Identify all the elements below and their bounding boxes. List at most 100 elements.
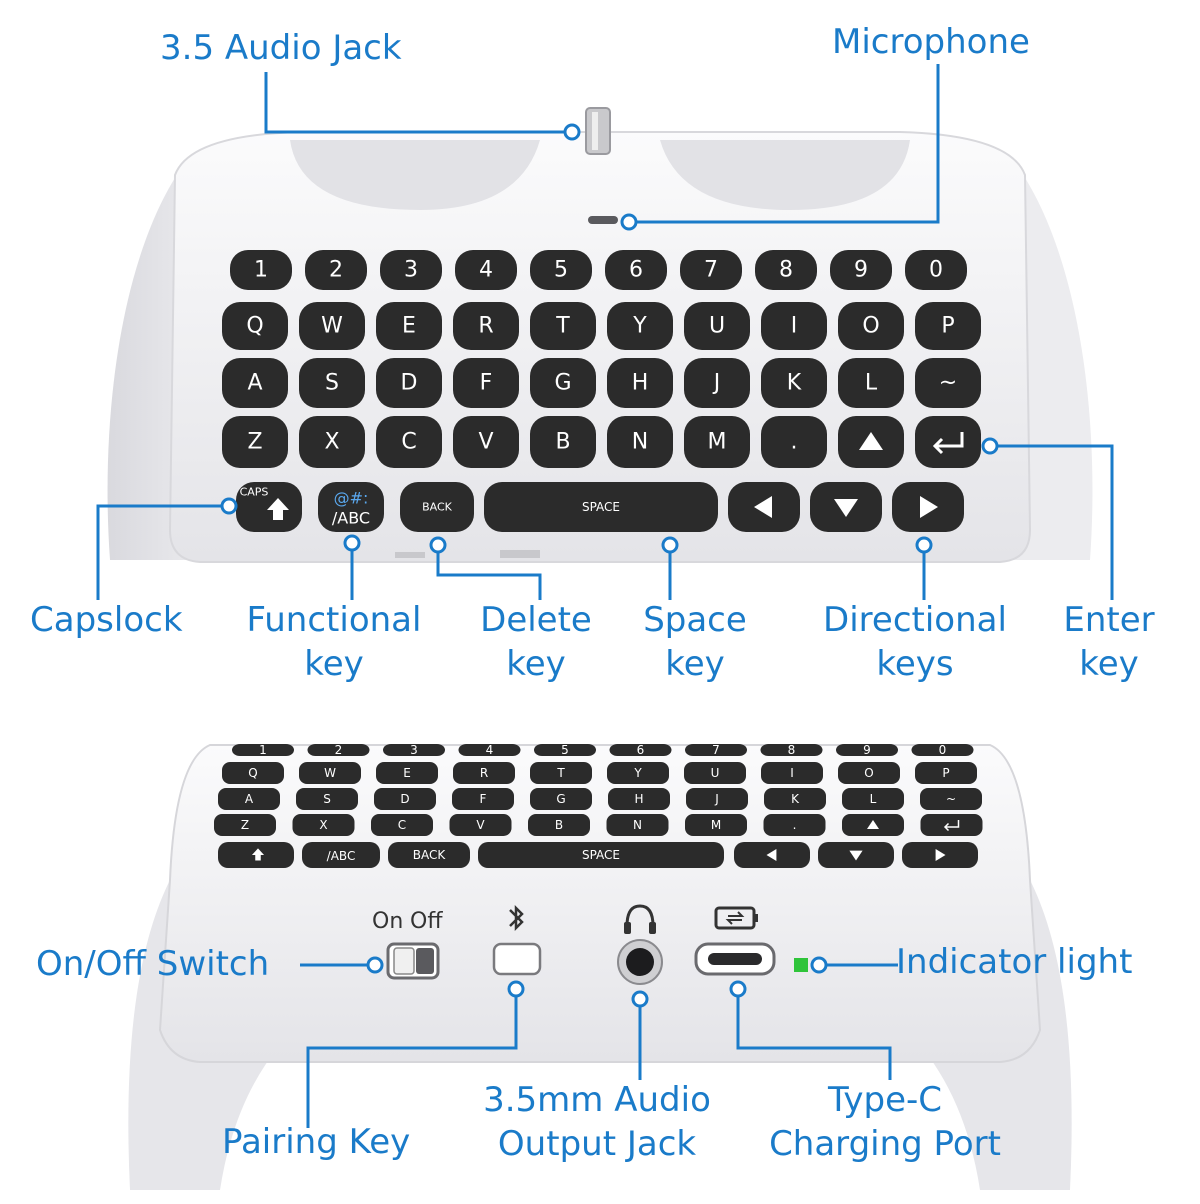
key-functional[interactable]: @#:/ABC [318, 482, 384, 532]
key-g[interactable]: G [530, 358, 596, 408]
key-k[interactable]: K [761, 358, 827, 408]
key-s[interactable]: S [299, 358, 365, 408]
key-w[interactable]: W [299, 762, 361, 784]
key-k[interactable]: K [764, 788, 826, 810]
key-r[interactable]: R [453, 302, 519, 350]
key-o[interactable]: O [838, 302, 904, 350]
key-capslock[interactable]: CAPS [236, 482, 302, 532]
key-v[interactable]: V [453, 416, 519, 468]
key-down-arrow[interactable] [818, 842, 894, 868]
key-left-arrow[interactable] [728, 482, 800, 532]
key-1[interactable]: 1 [232, 743, 294, 757]
key-b[interactable]: B [528, 814, 590, 836]
key-z[interactable]: Z [214, 814, 276, 836]
key-enter[interactable] [920, 814, 983, 836]
key-n[interactable]: N [606, 814, 669, 836]
key-c[interactable]: C [371, 814, 433, 836]
key-3[interactable]: 3 [383, 743, 445, 757]
key-f[interactable]: F [452, 788, 514, 810]
key-3[interactable]: 3 [380, 250, 442, 290]
key-4[interactable]: 4 [455, 250, 517, 290]
key-p[interactable]: P [915, 302, 981, 350]
key-l[interactable]: L [838, 358, 904, 408]
key-e[interactable]: E [376, 762, 438, 784]
key-z[interactable]: Z [222, 416, 288, 468]
key-t[interactable]: T [530, 302, 596, 350]
key-label: T [556, 766, 565, 780]
key-j[interactable]: J [686, 788, 748, 810]
key-period[interactable]: . [763, 814, 826, 836]
key-period[interactable]: ~ [915, 358, 981, 408]
key-x[interactable]: X [299, 416, 365, 468]
pairing-key-button[interactable] [492, 942, 542, 976]
key-c[interactable]: C [376, 416, 442, 468]
key-7[interactable]: 7 [680, 250, 742, 290]
key-d[interactable]: D [374, 788, 436, 810]
key-p[interactable]: P [915, 762, 977, 784]
key-back[interactable]: BACK [388, 842, 470, 868]
key-back[interactable]: BACK [400, 482, 474, 532]
key-x[interactable]: X [292, 814, 355, 836]
key-o[interactable]: O [838, 762, 900, 784]
key-a[interactable]: A [218, 788, 280, 810]
key-5[interactable]: 5 [530, 250, 592, 290]
key-period[interactable]: . [761, 416, 827, 468]
key-l[interactable]: L [842, 788, 904, 810]
key-2[interactable]: 2 [305, 250, 367, 290]
key-6[interactable]: 6 [605, 250, 667, 290]
key-up-arrow[interactable] [838, 416, 904, 468]
key-w[interactable]: W [299, 302, 365, 350]
key-h[interactable]: H [607, 358, 673, 408]
key-right-arrow[interactable] [902, 842, 978, 868]
key-g[interactable]: G [530, 788, 592, 810]
key-0[interactable]: 0 [905, 250, 967, 290]
key-a[interactable]: A [222, 358, 288, 408]
key-y[interactable]: Y [607, 762, 669, 784]
key-cap [222, 302, 288, 350]
key-0[interactable]: 0 [911, 743, 974, 757]
key-functional[interactable]: /ABC [302, 842, 380, 868]
key-m[interactable]: M [685, 814, 747, 836]
key-u[interactable]: U [684, 302, 750, 350]
key-8[interactable]: 8 [760, 743, 823, 757]
key-u[interactable]: U [684, 762, 746, 784]
key-enter[interactable] [915, 416, 981, 468]
key-1[interactable]: 1 [230, 250, 292, 290]
key-4[interactable]: 4 [458, 743, 521, 757]
key-j[interactable]: J [684, 358, 750, 408]
key-y[interactable]: Y [607, 302, 673, 350]
key-i[interactable]: I [761, 762, 823, 784]
key-b[interactable]: B [530, 416, 596, 468]
key-h[interactable]: H [608, 788, 670, 810]
key-n[interactable]: N [607, 416, 673, 468]
key-5[interactable]: 5 [534, 743, 596, 757]
key-left-arrow[interactable] [734, 842, 810, 868]
key-capslock[interactable] [218, 842, 294, 868]
key-t[interactable]: T [530, 762, 592, 784]
key-space[interactable]: SPACE [484, 482, 718, 532]
key-q[interactable]: Q [222, 302, 288, 350]
key-down-arrow[interactable] [810, 482, 882, 532]
key-9[interactable]: 9 [830, 250, 892, 290]
key-space[interactable]: SPACE [478, 842, 724, 868]
key-label: Y [633, 766, 642, 780]
key-d[interactable]: D [376, 358, 442, 408]
key-s[interactable]: S [296, 788, 358, 810]
key-6[interactable]: 6 [609, 743, 672, 757]
key-m[interactable]: M [684, 416, 750, 468]
key-up-arrow[interactable] [842, 814, 904, 836]
key-period[interactable]: ~ [920, 788, 982, 810]
key-right-arrow[interactable] [892, 482, 964, 532]
key-8[interactable]: 8 [755, 250, 817, 290]
key-cap [842, 788, 904, 810]
key-e[interactable]: E [376, 302, 442, 350]
key-9[interactable]: 9 [836, 743, 898, 757]
key-r[interactable]: R [453, 762, 515, 784]
key-f[interactable]: F [453, 358, 519, 408]
key-v[interactable]: V [449, 814, 512, 836]
key-i[interactable]: I [761, 302, 827, 350]
key-q[interactable]: Q [222, 762, 284, 784]
key-2[interactable]: 2 [307, 743, 370, 757]
key-7[interactable]: 7 [685, 743, 747, 757]
